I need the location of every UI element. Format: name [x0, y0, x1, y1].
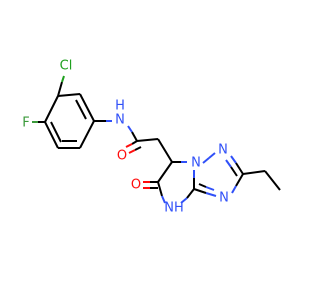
bond-nh-c-a — [180, 197, 188, 204]
atom-o-amide: O — [117, 149, 127, 164]
bond-ring-c3-c4 — [44, 95, 59, 123]
bond-n3-cfused-dbl-a — [205, 186, 215, 191]
molecule-diagram: Cl F N H O O NH N N N — [22, 59, 281, 216]
bond-n2-c-dbl-b — [230, 166, 238, 177]
bond-carbonyl-ch2 — [136, 138, 159, 142]
bond-nh-c-b — [186, 188, 195, 199]
bond-n2-c-dbl-a — [225, 159, 232, 168]
bond-n2-c-a — [230, 155, 237, 164]
bond-ring-inner-2 — [50, 121, 62, 143]
bond-ring-inner-1 — [75, 99, 87, 120]
atom-o-ring: O — [131, 178, 141, 193]
bond-cl-segment — [61, 75, 65, 83]
atom-cl: Cl — [60, 59, 73, 74]
bond-n1-n2-b — [208, 152, 216, 159]
bond-n2-c-b — [235, 162, 244, 175]
bond-ring-c6-c1 — [79, 120, 95, 149]
bond-ethyl-2 — [264, 170, 281, 191]
atom-n-top: N — [218, 143, 228, 158]
atom-n-amide: N — [115, 113, 125, 128]
bond-ring-c1-c2 — [79, 93, 95, 122]
bond-n-carbonyl-a — [127, 125, 133, 133]
bond-c6-c5 — [157, 161, 173, 183]
bond-ch2-c6 — [157, 138, 173, 163]
bond-n3-cfused-b — [193, 188, 207, 194]
bond-c-n3-b — [231, 185, 237, 194]
bond-n3-cfused-a — [205, 192, 217, 197]
bond-co-amide-2 — [134, 146, 142, 151]
bond-c5-nh-a — [157, 181, 163, 197]
bond-n1-n2-a — [202, 157, 210, 164]
atom-n-bottom: N — [219, 191, 229, 206]
bond-c5-nh-b — [161, 195, 166, 204]
bond-c-n3-a — [235, 173, 244, 187]
bond-n-carbonyl-b — [131, 131, 138, 142]
atom-nh-ring: NH — [164, 201, 184, 216]
bond-ethyl-1 — [242, 170, 266, 175]
bond-ring-c2-c3 — [57, 93, 81, 97]
bond-ring-c4-c5 — [44, 121, 59, 149]
bond-n3-cfused-dbl-b — [198, 183, 207, 188]
bond-c3-cl — [57, 81, 63, 97]
bond-co-amide-1b — [125, 143, 133, 148]
atom-f: F — [22, 116, 29, 131]
bond-co-amide-2b — [128, 149, 136, 154]
atom-n-fused: N — [191, 156, 201, 171]
atom-h-amide: H — [115, 99, 125, 114]
structure-svg: Cl F N H O O NH N N N — [22, 59, 281, 216]
bond-co-amide-1 — [131, 140, 138, 145]
